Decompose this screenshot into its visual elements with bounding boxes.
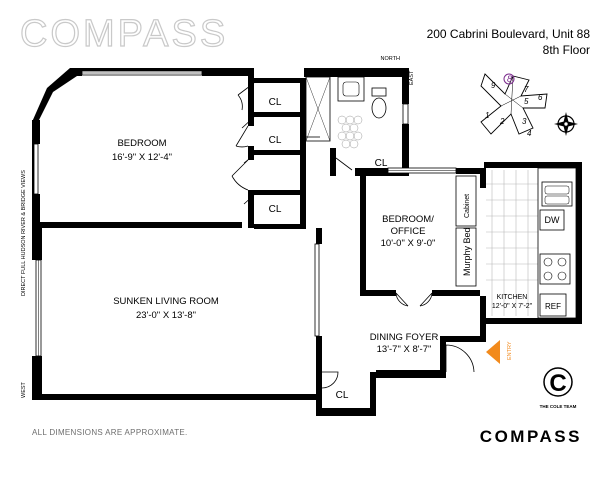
disclaimer: ALL DIMENSIONS ARE APPROXIMATE. <box>32 428 188 437</box>
kitchen-sink <box>541 181 573 207</box>
kitchen-dims: 12'-0" X 7'-2" <box>492 303 533 310</box>
closet-label-1: CL <box>269 97 282 108</box>
cole-team-name: THE COLE TEAM <box>540 404 577 409</box>
compass-logo-text: COMPASS <box>20 13 228 55</box>
windows <box>33 70 457 357</box>
stove <box>539 253 571 285</box>
cole-team-monogram: C <box>549 370 566 397</box>
cabinet-label: Cabinet <box>464 194 471 218</box>
refrigerator <box>539 293 567 317</box>
east-label: EAST <box>409 70 415 85</box>
office-dims: 10'-0" X 9'-0" <box>381 238 436 249</box>
key-plan-unit-4: 4 <box>527 129 532 138</box>
key-plan: 8 9 7 6 5 1 2 3 4 <box>480 73 548 138</box>
entry-arrow-icon <box>486 340 500 364</box>
bedroom-dims: 16'-9" X 12'-4" <box>112 152 172 163</box>
entry-marker: ENTRY <box>486 340 513 364</box>
address-line-2: 8th Floor <box>543 43 590 57</box>
closet-label-bath: CL <box>375 158 388 169</box>
murphy-bed-label: Murphy Bed <box>462 227 472 276</box>
dishwasher <box>539 209 565 231</box>
cole-team-logo: C THE COLE TEAM <box>540 367 577 409</box>
closet-label-foyer: CL <box>336 390 349 401</box>
key-plan-unit-5: 5 <box>524 97 529 106</box>
living-room-name: SUNKEN LIVING ROOM <box>113 296 219 307</box>
key-plan-unit-7: 7 <box>524 85 529 94</box>
toilet-icon <box>371 97 387 119</box>
bathroom <box>305 76 387 149</box>
key-plan-building <box>480 73 548 135</box>
entry-label: ENTRY <box>507 341 513 360</box>
key-plan-highlight <box>503 73 515 85</box>
bath-tile <box>337 115 363 149</box>
views-note: DIRECT FULL HUDSON RIVER & BRIDGE VIEWS <box>21 170 27 296</box>
key-plan-unit-2: 2 <box>499 117 505 126</box>
closet-label-2: CL <box>269 135 282 146</box>
toilet-tank <box>371 87 387 97</box>
living-room-dims: 23'-0" X 13'-8" <box>136 310 196 321</box>
doors <box>231 82 475 389</box>
office-name-line-1: BEDROOM/ <box>382 214 434 225</box>
shower <box>305 76 331 142</box>
office-name-line-2: OFFICE <box>391 226 426 237</box>
dishwasher-label: DW <box>545 215 560 225</box>
key-plan-unit-9: 9 <box>491 81 496 90</box>
kitchen-tile <box>486 170 538 316</box>
refrigerator-label: REF <box>545 302 561 311</box>
key-plan-unit-3: 3 <box>522 117 527 126</box>
kitchen-counter <box>537 167 577 319</box>
cabinet <box>455 175 477 227</box>
foyer-name: DINING FOYER <box>370 332 439 343</box>
address-line-1: 200 Cabrini Boulevard, Unit 88 <box>427 27 591 41</box>
key-plan-unit-6: 6 <box>538 93 543 102</box>
key-plan-unit-1: 1 <box>485 111 489 120</box>
bedroom-name: BEDROOM <box>117 138 166 149</box>
north-label: NORTH <box>381 56 400 62</box>
foyer-dims: 13'-7" X 8'-7" <box>377 344 432 355</box>
closet-label-3: CL <box>269 204 282 215</box>
key-plan-unit-8: 8 <box>507 74 512 84</box>
compass-rose-icon <box>554 112 578 136</box>
compass-logo-top: COMPASS <box>19 12 228 55</box>
compass-logo-bottom: COMPASS <box>480 427 582 446</box>
murphy-bed <box>455 227 477 287</box>
kitchen <box>486 167 577 319</box>
west-label: WEST <box>21 381 27 398</box>
kitchen-name: KITCHEN <box>497 294 528 301</box>
sink <box>337 76 365 102</box>
